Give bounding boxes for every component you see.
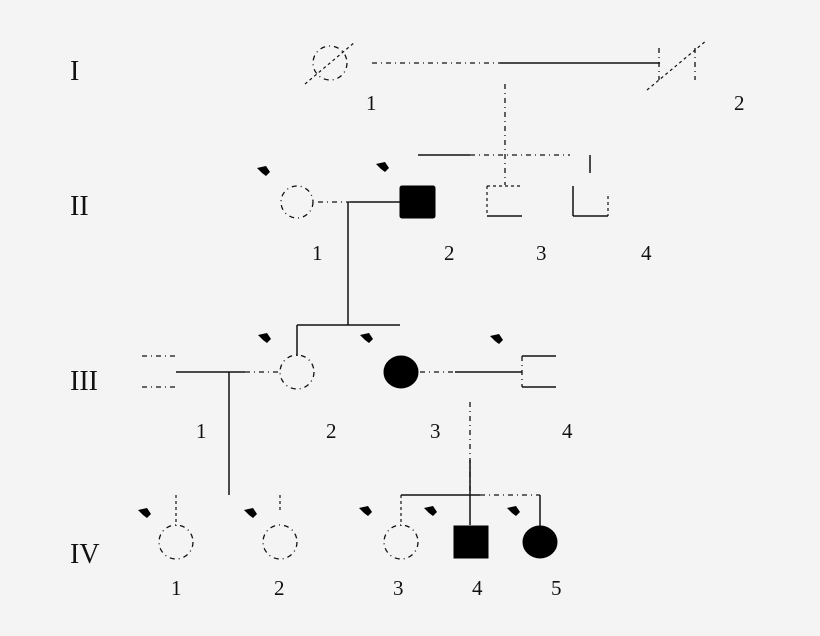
proband-arrow-III-4	[490, 334, 503, 344]
individual-III-3	[383, 355, 419, 389]
individual-IV-2	[262, 524, 298, 560]
individual-III-2	[279, 354, 315, 390]
individual-number-IV-1: 1	[171, 576, 182, 600]
individual-number-I-2: 2	[734, 91, 745, 115]
individual-number-III-1: 1	[196, 419, 207, 443]
proband-arrow-IV-2	[244, 508, 257, 518]
proband-arrow-IV-5	[507, 506, 520, 516]
individual-III-4	[521, 355, 556, 388]
individual-IV-5	[522, 525, 558, 559]
individual-number-II-2: 2	[444, 241, 455, 265]
proband-arrow-IV-1	[138, 508, 151, 518]
individual-number-II-3: 3	[536, 241, 547, 265]
individual-III-1	[142, 355, 176, 388]
proband-arrow-III-3	[360, 333, 373, 343]
generation-label-IV: IV	[70, 539, 100, 570]
individual-number-IV-2: 2	[274, 576, 285, 600]
proband-arrow-II-2	[376, 162, 389, 172]
individual-number-III-3: 3	[430, 419, 441, 443]
generation-label-III: III	[70, 366, 98, 397]
proband-arrow-IV-3	[359, 506, 372, 516]
individual-IV-4	[453, 525, 489, 559]
individual-I-1	[304, 41, 356, 85]
individual-number-III-4: 4	[562, 419, 573, 443]
generation-label-II: II	[70, 191, 89, 222]
individual-number-III-2: 2	[326, 419, 337, 443]
individual-number-IV-4: 4	[472, 576, 483, 600]
individual-IV-1	[158, 524, 194, 560]
individual-II-4	[572, 186, 609, 217]
individual-number-I-1: 1	[366, 91, 377, 115]
individual-number-II-1: 1	[312, 241, 323, 265]
individual-number-IV-3: 3	[393, 576, 404, 600]
proband-arrow-III-2	[258, 333, 271, 343]
generation-label-I: I	[70, 56, 79, 87]
individual-II-2	[399, 185, 436, 219]
proband-arrow-IV-4	[424, 506, 437, 516]
individual-number-IV-5: 5	[551, 576, 562, 600]
individual-I-2	[646, 39, 708, 91]
individual-IV-3	[383, 524, 419, 560]
individual-II-3	[486, 185, 522, 217]
proband-arrow-II-1	[257, 166, 270, 176]
individual-number-II-4: 4	[641, 241, 652, 265]
individual-II-1	[280, 185, 314, 219]
